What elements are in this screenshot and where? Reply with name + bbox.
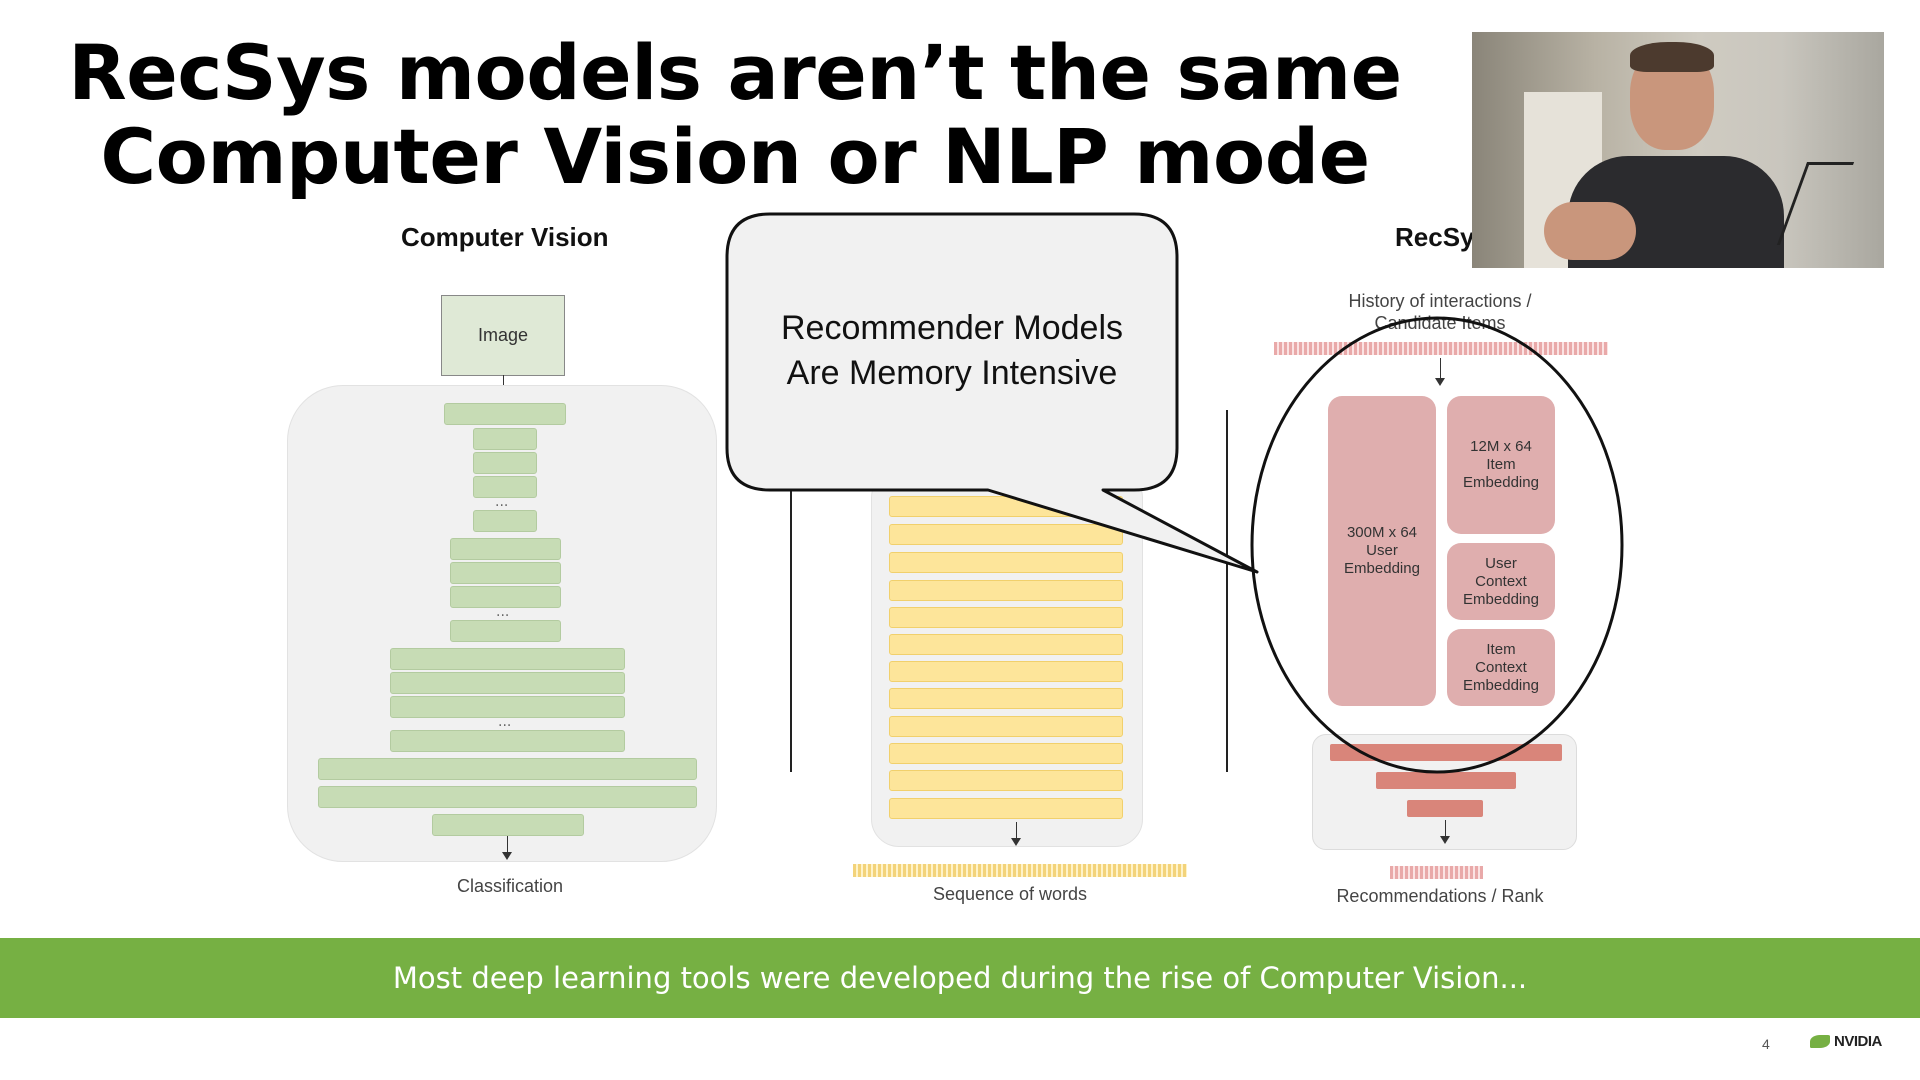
recsys-output-arrowhead bbox=[1440, 836, 1450, 844]
webcam-presenter-hair bbox=[1630, 42, 1714, 72]
cv-layer bbox=[390, 648, 625, 670]
recsys-input-label-line-1: History of interactions / bbox=[1348, 291, 1532, 311]
nlp-layer bbox=[889, 798, 1123, 819]
cv-heading: Computer Vision bbox=[401, 222, 609, 252]
nlp-layer bbox=[889, 524, 1123, 545]
nlp-layer bbox=[889, 688, 1123, 709]
nvidia-eye-icon bbox=[1810, 1035, 1830, 1048]
cv-layer bbox=[473, 428, 537, 450]
user-embedding: 300M x 64 User Embedding bbox=[1328, 396, 1436, 706]
cv-layer bbox=[473, 510, 537, 532]
footer-banner-text: Most deep learning tools were developed … bbox=[392, 961, 1528, 995]
embedding-highlight-circle bbox=[1250, 316, 1624, 774]
recsys-heading: RecSy bbox=[1395, 222, 1475, 252]
cv-layer bbox=[390, 672, 625, 694]
recsys-input-arrowhead bbox=[1435, 378, 1445, 386]
callout-text: Recommender Models Are Memory Intensive bbox=[727, 306, 1177, 396]
cv-layer bbox=[450, 620, 561, 642]
nvidia-wordmark: NVIDIA bbox=[1834, 1033, 1882, 1050]
callout-line-1: Recommender Models bbox=[780, 309, 1124, 347]
cv-layer bbox=[450, 562, 561, 584]
cv-layer bbox=[318, 786, 697, 808]
cv-output-arrowhead bbox=[502, 852, 512, 860]
nlp-layer bbox=[889, 770, 1123, 791]
cv-layer bbox=[432, 814, 584, 836]
item-embedding: 12M x 64 Item Embedding bbox=[1447, 396, 1555, 534]
cv-layer bbox=[318, 758, 697, 780]
nlp-output-label: Sequence of words bbox=[932, 884, 1088, 904]
recsys-output-label: Recommendations / Rank bbox=[1336, 886, 1544, 906]
page-number: 4 bbox=[1762, 1036, 1770, 1052]
cv-ellipsis: ... bbox=[498, 714, 512, 730]
slide-title-line-2: Computer Vision or NLP mode bbox=[100, 112, 1370, 201]
cv-image-box: Image bbox=[441, 295, 565, 376]
cv-output-label: Classification bbox=[456, 876, 564, 896]
recsys-input-arrow bbox=[1440, 358, 1441, 382]
cv-image-label: Image bbox=[477, 325, 529, 345]
cv-layer bbox=[450, 586, 561, 608]
cv-ellipsis: ... bbox=[495, 494, 509, 510]
cv-ellipsis: ... bbox=[496, 604, 510, 620]
nlp-output-arrowhead bbox=[1011, 838, 1021, 846]
recsys-input-label: History of interactions / Candidate Item… bbox=[1320, 290, 1560, 334]
webcam-presenter-hand bbox=[1544, 202, 1636, 260]
nlp-layer bbox=[889, 552, 1123, 573]
nlp-layer bbox=[889, 634, 1123, 655]
cv-layer bbox=[390, 730, 625, 752]
nlp-layer bbox=[889, 607, 1123, 628]
recsys-output-arrow bbox=[1445, 820, 1446, 840]
footer-banner: Most deep learning tools were developed … bbox=[0, 938, 1920, 1018]
speech-bubble bbox=[725, 212, 1259, 574]
callout-line-2: Are Memory Intensive bbox=[786, 354, 1118, 392]
webcam-background-object bbox=[1776, 162, 1855, 245]
cv-output-arrow bbox=[507, 836, 508, 856]
user-context-embedding: User Context Embedding bbox=[1447, 543, 1555, 620]
cv-layer bbox=[473, 476, 537, 498]
nlp-layer bbox=[889, 661, 1123, 682]
cv-layer bbox=[450, 538, 561, 560]
nlp-output-arrow bbox=[1016, 822, 1017, 842]
column-divider bbox=[1226, 410, 1228, 772]
column-divider bbox=[790, 410, 792, 772]
cv-layer bbox=[444, 403, 566, 425]
recsys-mlp-layer bbox=[1407, 800, 1483, 817]
recsys-input-label-line-2: Candidate Items bbox=[1374, 313, 1506, 333]
presenter-webcam bbox=[1472, 32, 1884, 268]
slide-title-line-1: RecSys models aren’t the same bbox=[68, 28, 1402, 117]
nvidia-logo: NVIDIA bbox=[1810, 1033, 1882, 1050]
nlp-layer bbox=[889, 580, 1123, 601]
recsys-output-strip bbox=[1390, 866, 1483, 879]
recsys-mlp-layer bbox=[1376, 772, 1516, 789]
nlp-layer bbox=[889, 743, 1123, 764]
cv-layer bbox=[473, 452, 537, 474]
cv-layer bbox=[390, 696, 625, 718]
nlp-token-strip bbox=[853, 864, 1187, 877]
item-context-embedding: Item Context Embedding bbox=[1447, 629, 1555, 706]
nlp-layer bbox=[889, 716, 1123, 737]
